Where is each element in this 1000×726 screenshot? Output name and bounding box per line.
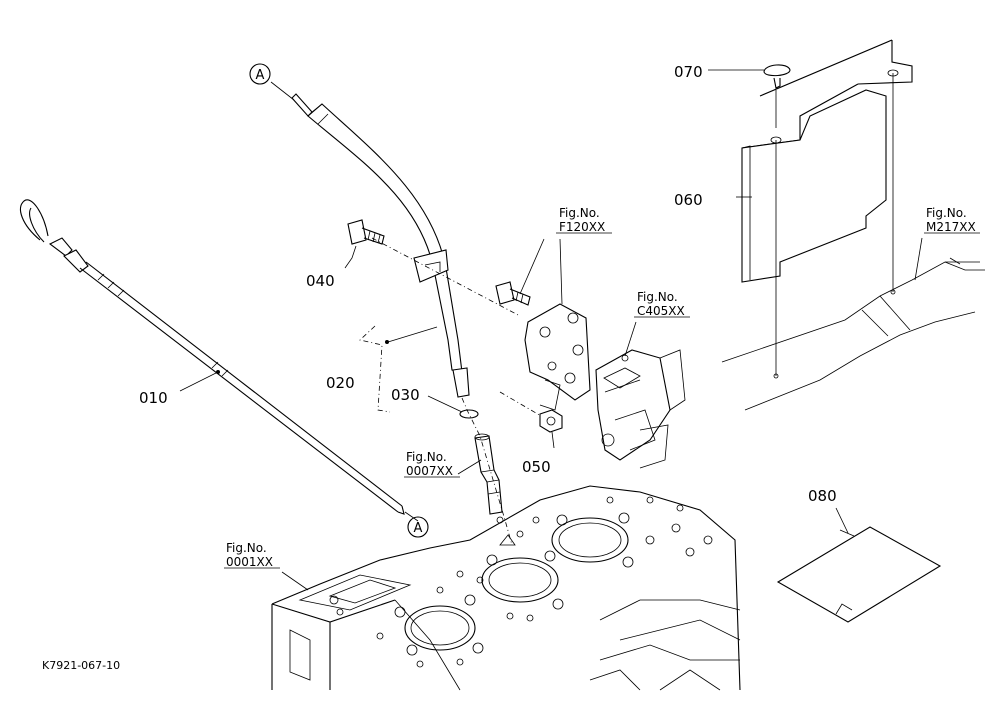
callout-a-top-label: A xyxy=(256,68,265,83)
part-label-080: 080 xyxy=(808,487,837,505)
part-label-060: 060 xyxy=(674,191,703,209)
figure-ref-prefix: Fig.No. xyxy=(406,450,447,464)
engine-block-drawing xyxy=(271,485,741,691)
bolt-f120-drawing xyxy=(495,281,531,306)
figure-ref-0001xx: Fig.No. 0001XX xyxy=(226,541,273,569)
dipstick-drawing xyxy=(20,199,405,515)
figure-ref-code: C405XX xyxy=(637,304,685,318)
part-label-040: 040 xyxy=(306,272,335,290)
figure-ref-prefix: Fig.No. xyxy=(226,541,267,555)
callout-a-bottom: A xyxy=(407,516,429,538)
figure-ref-prefix: Fig.No. xyxy=(637,290,678,304)
lower-pipe-drawing xyxy=(474,433,503,515)
o-ring-shape xyxy=(459,409,479,419)
figure-ref-prefix: Fig.No. xyxy=(559,206,600,220)
figure-ref-m217xx: Fig.No. M217XX xyxy=(926,206,976,234)
figure-ref-f120xx: Fig.No. F120XX xyxy=(559,206,605,234)
callout-a-bottom-label: A xyxy=(414,521,423,536)
drawing-code: K7921-067-10 xyxy=(42,659,120,672)
cover-plate-drawing xyxy=(741,39,913,379)
bolt-centerline-040 xyxy=(371,237,521,317)
bolt-040-drawing xyxy=(347,219,385,245)
figure-ref-0007xx: Fig.No. 0007XX xyxy=(406,450,453,478)
figure-ref-prefix: Fig.No. xyxy=(926,206,967,220)
figure-ref-code: 0007XX xyxy=(406,464,453,478)
frame-section-drawing xyxy=(721,257,985,411)
part-label-030: 030 xyxy=(391,386,420,404)
bracket-drawing xyxy=(524,303,686,469)
dipstick-guide-tube xyxy=(291,93,470,398)
sheet-080-drawing xyxy=(776,526,942,623)
part-label-050: 050 xyxy=(522,458,551,476)
screw-070-drawing xyxy=(763,64,791,128)
part-label-070: 070 xyxy=(674,63,703,81)
leader-lines xyxy=(179,69,923,591)
figure-ref-code: M217XX xyxy=(926,220,976,234)
part-label-010: 010 xyxy=(139,389,168,407)
figure-ref-c405xx: Fig.No. C405XX xyxy=(637,290,685,318)
figure-ref-code: 0001XX xyxy=(226,555,273,569)
nut-050-drawing xyxy=(539,409,563,433)
part-label-020: 020 xyxy=(326,374,355,392)
nut-centerline-050 xyxy=(499,391,549,421)
callout-a-top: A xyxy=(249,63,271,85)
figure-ref-code: F120XX xyxy=(559,220,605,234)
assembly-centerline xyxy=(461,397,513,546)
figure-code-underlines xyxy=(224,232,980,569)
